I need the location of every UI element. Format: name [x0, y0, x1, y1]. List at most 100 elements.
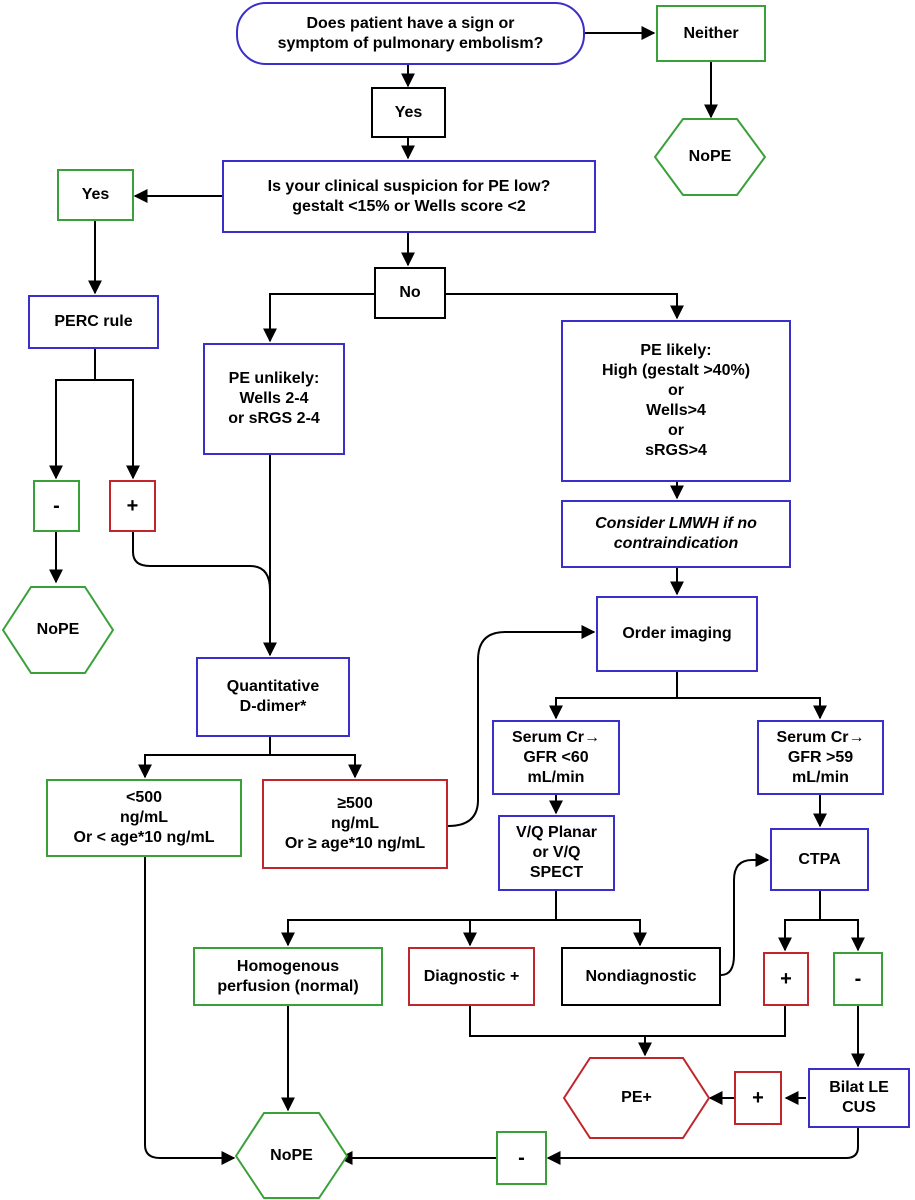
node-text-line: Order imaging — [622, 625, 732, 642]
arrow-no-to-peunlikely — [263, 293, 374, 343]
arrow-perc-to-minus — [49, 349, 96, 480]
node-text-line: PE — [709, 148, 732, 165]
node-text-line: or V/Q — [532, 844, 581, 861]
bilateral-cus-node: Bilat LE CUS — [808, 1068, 910, 1128]
node-text-line: + — [752, 1087, 764, 1109]
arrow-low-to-nope-bottom — [144, 857, 236, 1165]
node-text-line: Does patient have a sign or — [306, 14, 515, 32]
node-text: No — [399, 283, 420, 303]
node-text-line: ≥500 — [337, 795, 373, 812]
node-text-line: - — [854, 968, 862, 990]
node-text: NoPE — [689, 147, 732, 167]
arrow-ctpa-to-plus — [778, 891, 821, 952]
node-text: Nondiagnostic — [585, 967, 696, 987]
node-text-line: High (gestalt >40%) — [601, 362, 751, 379]
node-text-line: No — [270, 1146, 292, 1164]
node-text-line: PE — [57, 621, 80, 638]
node-text: Does patient have a sign or symptom of pu… — [278, 14, 544, 54]
node-text: NoPE — [37, 620, 80, 640]
pe-positive-hexagon — [562, 1057, 711, 1139]
node-text-line: contraindication — [613, 535, 739, 552]
node-text-line: PERC rule — [54, 313, 133, 330]
node-text-line: Serum Cr→ — [511, 728, 601, 746]
arrow-vq-to-homog — [281, 891, 557, 947]
node-text: NoPE — [270, 1146, 313, 1166]
suspicion-question-node: Is your clinical suspicion for PE low?ge… — [222, 160, 596, 233]
no-pe-top-hexagon — [653, 118, 767, 196]
node-text-line: perfusion (normal) — [217, 977, 359, 995]
nondiagnostic-node: Nondiagnostic — [561, 947, 721, 1006]
node-text: Order imaging — [622, 624, 731, 644]
no-mid-node: No — [374, 267, 446, 319]
node-text-line: or — [668, 382, 684, 399]
node-text-line: Or < age*10 ng/mL — [73, 829, 215, 846]
node-text-line: No — [399, 284, 421, 301]
node-text-line: D-dimer* — [239, 698, 307, 715]
node-text: Diagnostic + — [424, 967, 520, 987]
node-text-line: PE — [291, 1146, 313, 1164]
node-text-line: or sRGS 2-4 — [228, 410, 320, 427]
arrow-ddimer-to-high — [270, 754, 362, 779]
node-text: CTPA — [798, 850, 840, 870]
node-text-line: Homogenous — [236, 957, 340, 975]
node-text: - — [855, 969, 862, 989]
node-text-line: PE+ — [621, 1089, 652, 1106]
node-text: Bilat LE CUS — [829, 1078, 889, 1118]
node-text-line: PE unlikely: — [228, 370, 320, 387]
node-text: Yes — [395, 103, 423, 123]
no-pe-bottom-label: NoPE — [236, 1113, 347, 1198]
node-text-line: symptom of pulmonary embolism? — [277, 34, 544, 52]
node-text-line: Is your clinical suspicion for PE low? — [267, 177, 551, 195]
perc-rule-node: PERC rule — [28, 295, 159, 349]
node-text: Is your clinical suspicion for PE low?ge… — [268, 177, 551, 217]
no-pe-left-label: NoPE — [3, 587, 113, 673]
bottom-negative-node: - — [496, 1131, 547, 1185]
node-text-line: CUS — [842, 1099, 876, 1116]
yes-top-node: Yes — [371, 87, 446, 138]
node-text-line: <500 — [125, 789, 163, 806]
arrow-vq-to-nondiag — [556, 919, 647, 947]
arrow-no-to-pelikely — [446, 293, 684, 320]
arrow-cus-to-minus — [546, 1128, 859, 1165]
node-text-line: Diagnostic + — [423, 967, 520, 985]
node-text: PERC rule — [54, 312, 132, 332]
arrow-perc-to-plus — [95, 379, 140, 480]
node-text-line: ng/mL — [331, 815, 379, 832]
node-text-line: Yes — [394, 103, 423, 121]
homogenous-perfusion-node: Homogenous perfusion (normal) — [193, 947, 383, 1006]
arrow-imaging-to-gfrhigh — [677, 697, 827, 720]
node-text-line: Quantitative — [226, 678, 320, 695]
arrow-plus-to-ddimer — [132, 532, 277, 657]
diagnostic-positive-node: Diagnostic + — [408, 947, 535, 1006]
node-text-line: + — [126, 495, 139, 517]
node-text-line: PE likely: — [640, 342, 712, 359]
node-text-line: mL/min — [527, 768, 585, 786]
node-text-line: SPECT — [529, 864, 584, 881]
yes-left-node: Yes — [57, 169, 134, 221]
neither-node: Neither — [656, 5, 766, 62]
node-text: + — [127, 496, 139, 516]
node-text-line: Wells>4 — [646, 402, 706, 419]
node-text-line: Bilat LE — [829, 1079, 889, 1096]
node-text-line: Neither — [683, 24, 739, 42]
node-text-line: V/Q Planar — [516, 824, 597, 841]
ctpa-negative-node: - — [833, 952, 883, 1006]
node-text-line: - — [53, 495, 60, 517]
node-text-line: GFR >59 — [787, 748, 854, 766]
node-text-line: or — [668, 422, 684, 439]
node-text: - — [518, 1148, 525, 1168]
ctpa-node: CTPA — [770, 828, 869, 891]
node-text-line: GFR <60 — [523, 748, 589, 766]
arrow-high-to-imaging — [447, 625, 596, 827]
start-question-node: Does patient have a sign or symptom of pu… — [236, 2, 585, 65]
